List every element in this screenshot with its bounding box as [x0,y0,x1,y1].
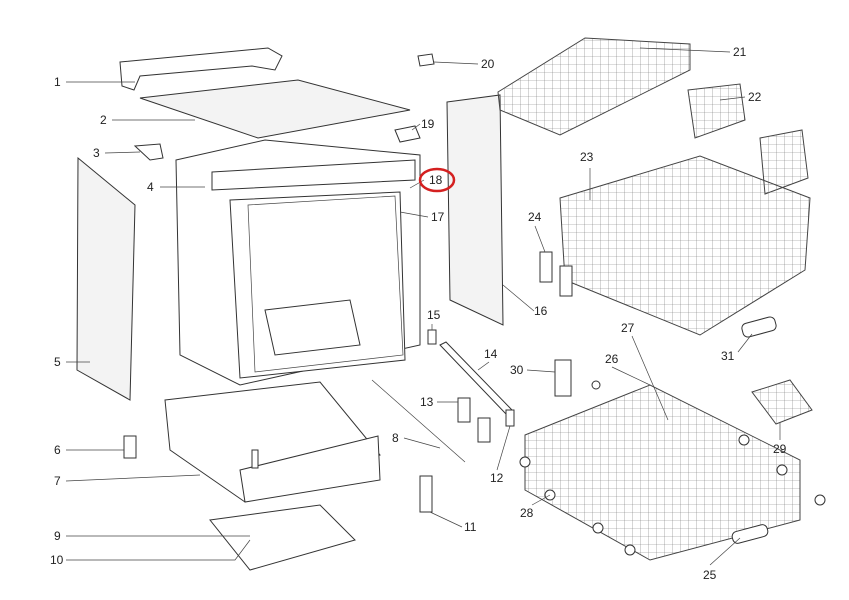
cutlery-tray-part-21 [497,37,691,136]
label-part-3[interactable]: 3 [93,146,100,160]
part-15 [427,329,437,345]
label-part-12[interactable]: 12 [490,471,504,485]
rail-part-24 [539,251,573,297]
part-30 [554,359,601,397]
label-part-23[interactable]: 23 [580,150,594,164]
top-panel-part-2 [139,79,411,139]
label-part-4[interactable]: 4 [147,180,154,194]
label-part-19[interactable]: 19 [421,117,435,131]
label-part-25[interactable]: 25 [703,568,717,582]
cabinet-part-4 [175,139,421,386]
label-part-14[interactable]: 14 [484,347,498,361]
label-part-20[interactable]: 20 [481,57,495,71]
label-part-18[interactable]: 18 [429,173,443,187]
label-part-2[interactable]: 2 [100,113,107,127]
rod-part-8 [371,379,466,463]
label-part-7[interactable]: 7 [54,474,61,488]
label-part-22[interactable]: 22 [748,90,762,104]
side-panel-part-16 [446,94,504,326]
screw-part-9 [251,449,259,469]
handle-part-1 [119,47,283,91]
wheels-part-28 [519,434,826,556]
tine-rows-part-22 [687,83,809,195]
hinge-part-13 [457,397,491,443]
part-labels: 1 2 3 4 5 6 7 8 9 10 11 12 13 14 15 16 1… [50,45,787,582]
label-part-8[interactable]: 8 [392,431,399,445]
handle-part-31 [741,316,777,338]
label-part-1[interactable]: 1 [54,75,61,89]
label-part-16[interactable]: 16 [534,304,548,318]
leader-lines [65,47,781,566]
sensor-part-6 [123,435,137,459]
label-part-24[interactable]: 24 [528,210,542,224]
base-part-7 [164,381,381,503]
clip-part-20 [417,53,435,67]
label-part-13[interactable]: 13 [420,395,434,409]
label-part-26[interactable]: 26 [605,352,619,366]
door-seal-part-17 [247,195,404,373]
handle-part-25 [731,524,769,544]
rail-part-14 [439,341,513,415]
cover-part-10 [209,504,356,571]
label-part-15[interactable]: 15 [427,308,441,322]
clip-part-19 [394,125,421,143]
label-part-30[interactable]: 30 [510,363,524,377]
label-part-17[interactable]: 17 [431,210,445,224]
label-part-27[interactable]: 27 [621,321,635,335]
label-part-6[interactable]: 6 [54,443,61,457]
foot-part-11 [419,475,433,513]
label-part-29[interactable]: 29 [773,442,787,456]
label-part-31[interactable]: 31 [721,349,735,363]
part-12 [505,409,515,427]
label-part-28[interactable]: 28 [520,506,534,520]
label-part-10[interactable]: 10 [50,553,64,567]
cutlery-basket-part-29 [751,379,813,425]
side-panel-part-5 [76,156,136,401]
highlight-circle-part-18 [418,167,456,193]
label-part-21[interactable]: 21 [733,45,747,59]
bracket-part-3 [133,143,164,161]
label-part-11[interactable]: 11 [464,520,477,534]
label-part-5[interactable]: 5 [54,355,61,369]
label-part-9[interactable]: 9 [54,529,61,543]
